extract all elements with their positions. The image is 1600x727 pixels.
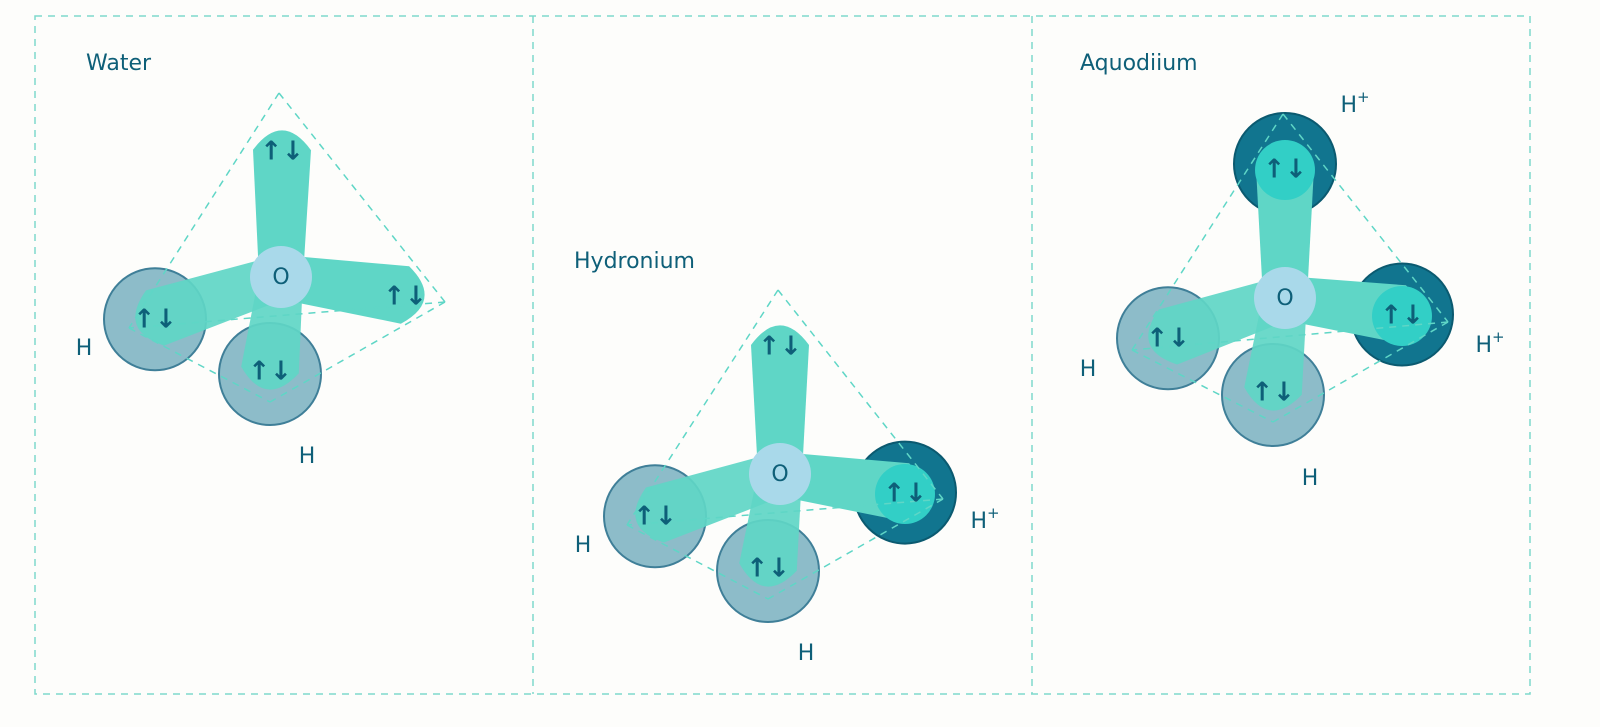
atom-symbol: H xyxy=(798,641,815,666)
atom-label: H xyxy=(1302,466,1319,491)
panel-title: Hydronium xyxy=(574,249,695,274)
tetrahedron-edge xyxy=(1131,321,1449,351)
atom-label: H+ xyxy=(1340,88,1369,119)
panel-frames xyxy=(34,15,1531,695)
tetrahedron-outline xyxy=(626,289,944,600)
tetrahedron-edge xyxy=(128,327,271,403)
electron-pair-arrows: ↑↓ xyxy=(383,282,427,312)
atom-label: H xyxy=(1080,357,1097,382)
bond-overlap xyxy=(1372,286,1432,346)
atom-symbol: H xyxy=(299,444,316,469)
electron-pair-arrows: ↑↓ xyxy=(758,332,802,362)
tetrahedron-edge xyxy=(128,301,446,329)
tetrahedron-edge xyxy=(278,92,446,303)
panel-title: Water xyxy=(86,51,152,76)
lone-pair-lobe xyxy=(253,130,311,278)
atom-label: H xyxy=(798,641,815,666)
electron-pair-arrows: ↑↓ xyxy=(260,137,304,167)
tetrahedron-outline xyxy=(1131,113,1449,423)
electron-pair-arrows: ↑↓ xyxy=(746,554,790,584)
tetrahedron-edge xyxy=(1282,113,1449,323)
tetrahedron-outline xyxy=(128,92,446,403)
atom-label: H+ xyxy=(970,504,999,535)
electron-pair-arrows: ↑↓ xyxy=(883,479,927,509)
oxygen-atom xyxy=(749,443,811,505)
bonding-lobe xyxy=(635,453,787,543)
oxygen-label: O xyxy=(1276,286,1293,311)
electron-pair-arrows: ↑↓ xyxy=(1263,155,1307,185)
atom-label: H xyxy=(575,533,592,558)
charge-superscript: + xyxy=(1357,88,1370,106)
oxygen-atom xyxy=(250,246,312,308)
oxygen-atom xyxy=(1254,267,1316,329)
bond-overlap xyxy=(1255,140,1315,200)
electron-pair-arrows: ↑↓ xyxy=(1146,324,1190,354)
lone-pair-lobe xyxy=(751,325,809,474)
electron-pair-arrows: ↑↓ xyxy=(133,305,177,335)
oxygen-label: O xyxy=(771,462,788,487)
atom-label: H xyxy=(299,444,316,469)
atom-symbol: H xyxy=(1475,333,1492,358)
charge-superscript: + xyxy=(1492,328,1505,346)
charge-superscript: + xyxy=(987,504,1000,522)
tetrahedron-edge xyxy=(626,524,769,600)
atom-symbol: H xyxy=(1080,357,1097,382)
atom-label: H+ xyxy=(1475,328,1504,359)
oxygen-label: O xyxy=(272,265,289,290)
tetrahedron-edge xyxy=(626,498,944,526)
electron-pair-arrows: ↑↓ xyxy=(1251,378,1295,408)
atom-symbol: H xyxy=(970,509,987,534)
atom-symbol: H xyxy=(575,533,592,558)
atom-symbol: H xyxy=(1340,93,1357,118)
electron-pair-arrows: ↑↓ xyxy=(248,357,292,387)
atom-symbol: H xyxy=(76,336,93,361)
atom-label: H xyxy=(76,336,93,361)
tetrahedron-edge xyxy=(1131,349,1274,423)
atom-symbol: H xyxy=(1302,466,1319,491)
tetrahedron-edge xyxy=(777,289,944,500)
bonding-lobe xyxy=(135,256,288,346)
outer-frame xyxy=(34,15,1531,695)
panel-title: Aquodiium xyxy=(1080,51,1198,76)
electron-pair-arrows: ↑↓ xyxy=(633,502,677,532)
electron-pair-arrows: ↑↓ xyxy=(1380,301,1424,331)
bond-overlap xyxy=(875,464,935,524)
